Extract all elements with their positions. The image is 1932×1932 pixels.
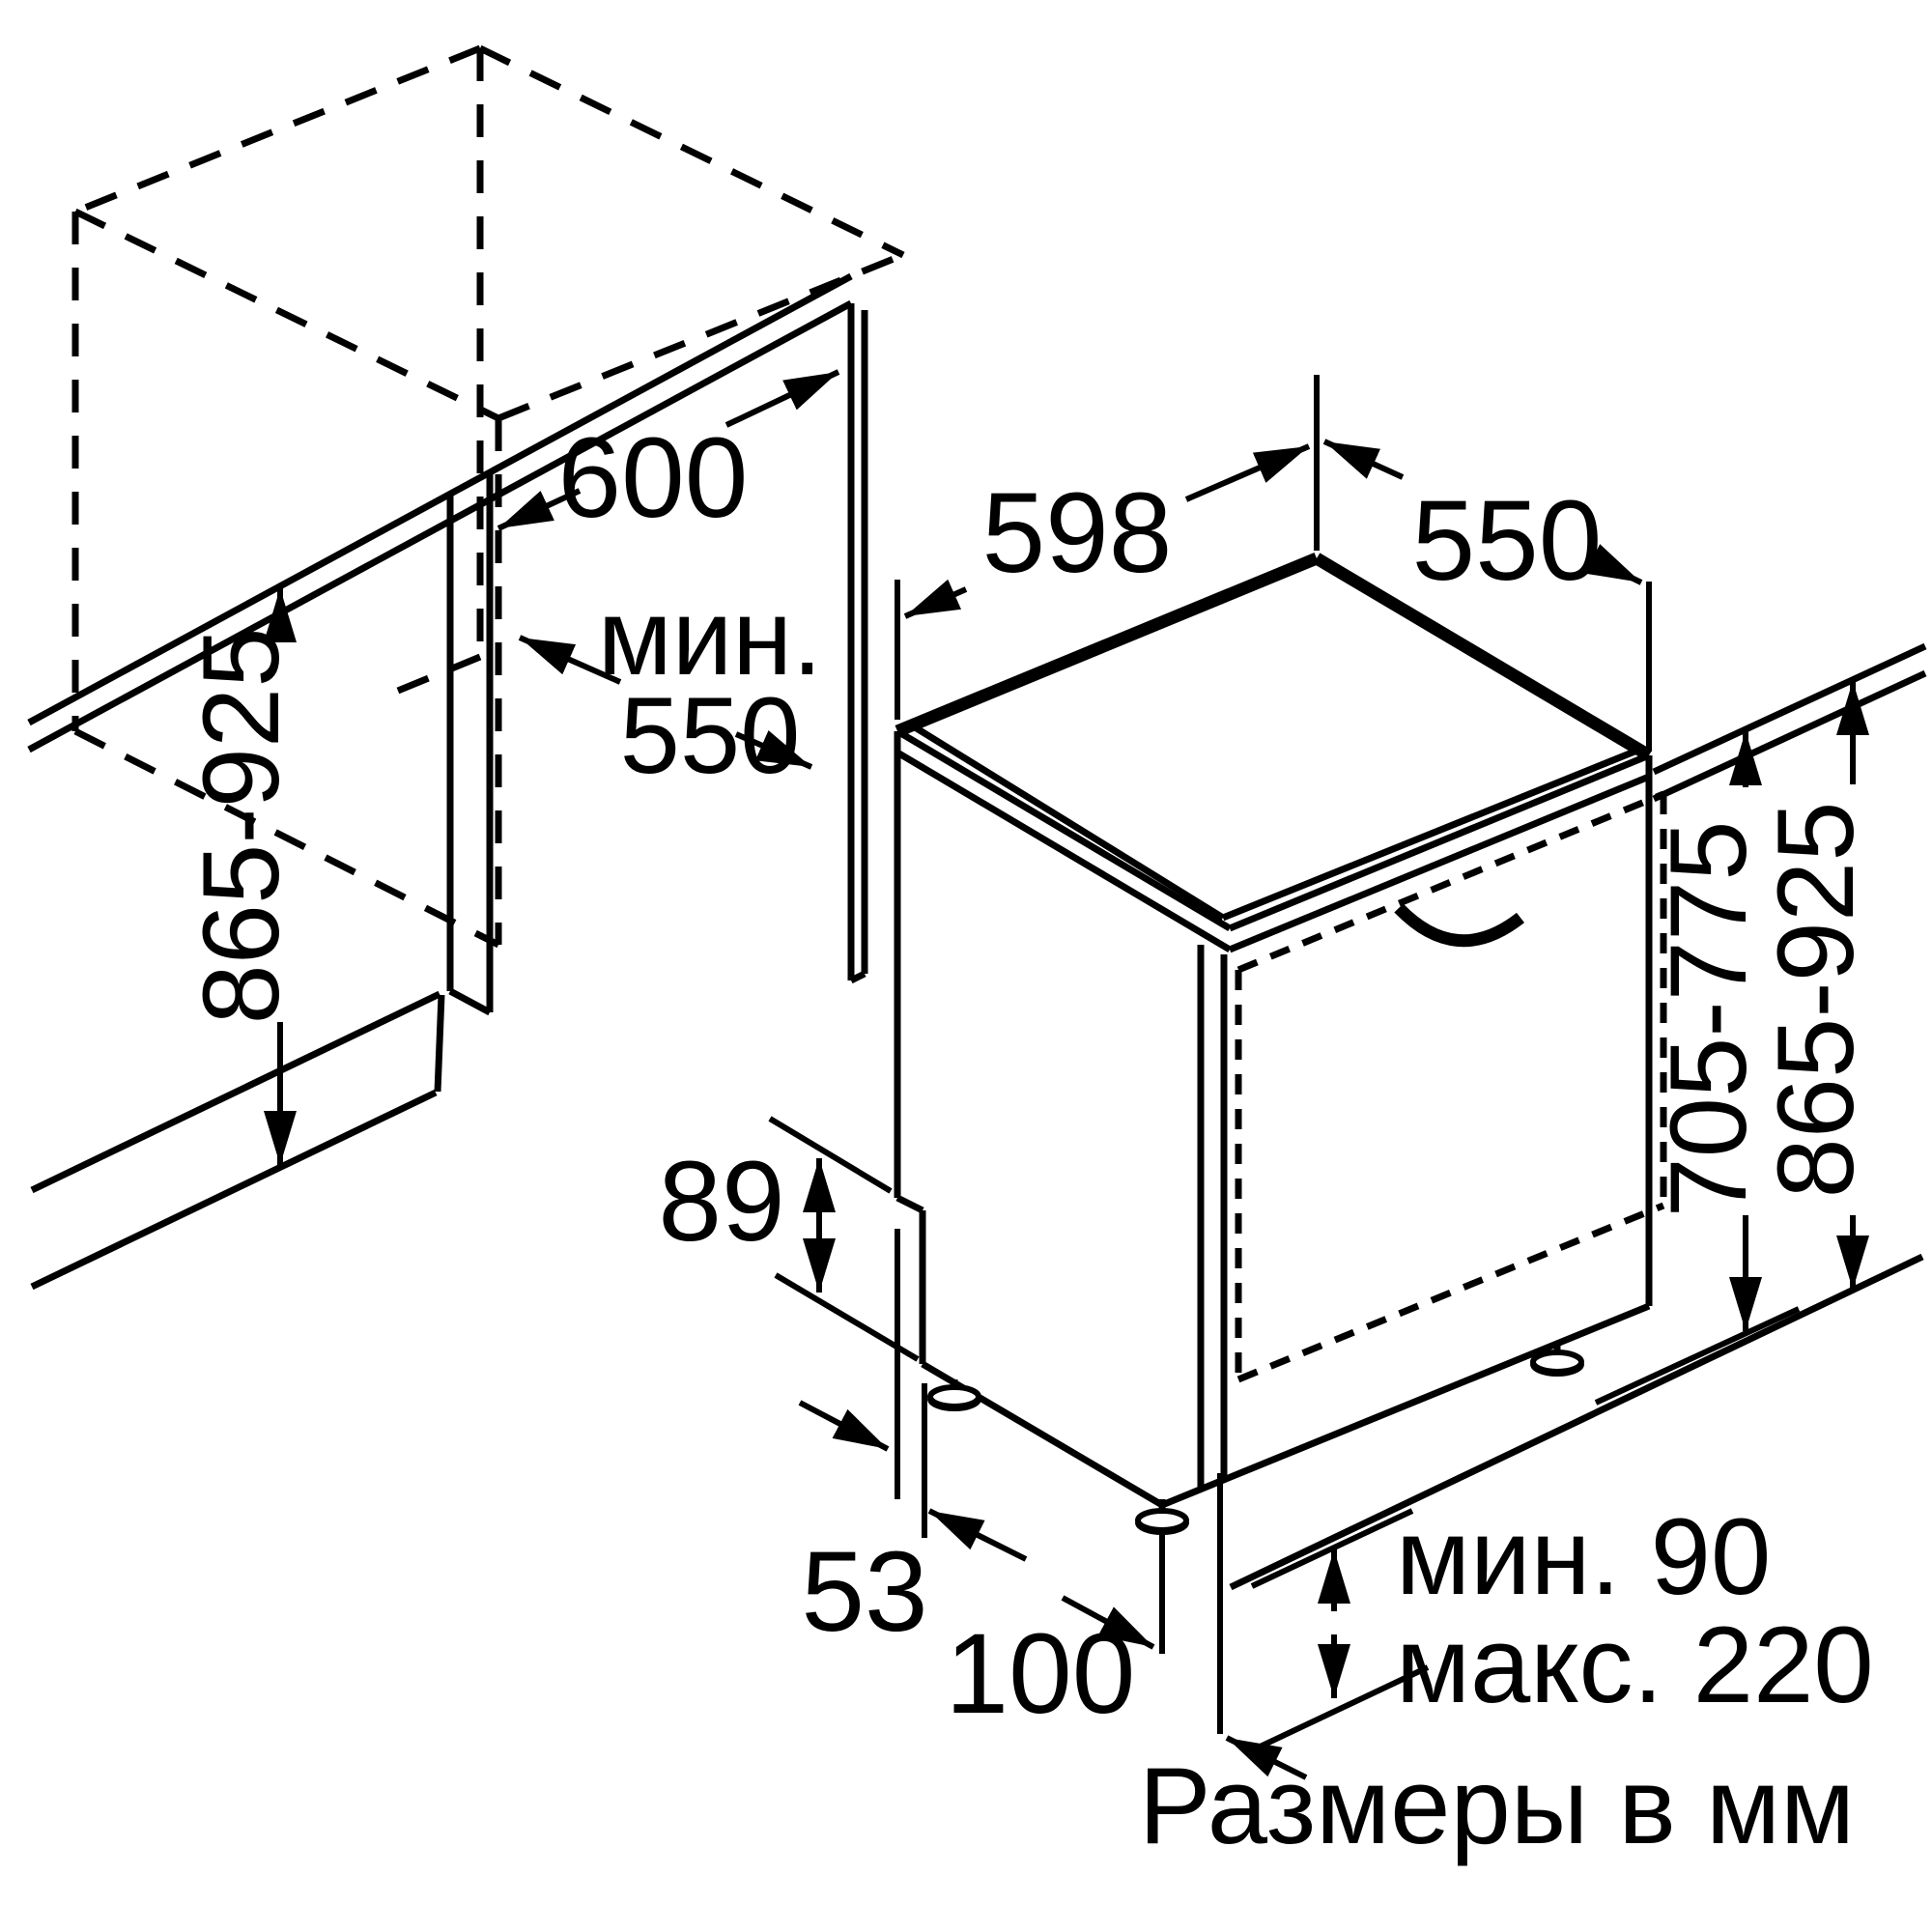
label-niche-depth-prefix: мин. xyxy=(598,577,823,697)
label-base-side-inset: 53 xyxy=(801,1528,927,1656)
top-edge-front-left xyxy=(895,727,1232,932)
line xyxy=(434,994,445,1093)
line xyxy=(1236,790,1665,974)
label-appliance-depth: 550 xyxy=(1412,477,1603,605)
arrow-appliance-depth-right xyxy=(1585,544,1643,585)
extension-lines xyxy=(768,375,1801,1753)
foot-right xyxy=(1530,1345,1584,1377)
label-niche-depth-value: 550 xyxy=(620,675,801,796)
base-step-edge xyxy=(895,1194,924,1214)
foot-left xyxy=(927,1379,981,1411)
ext-panel-height-lower xyxy=(1594,1306,1801,1406)
line xyxy=(1652,642,1927,776)
arrow-niche-width-left xyxy=(497,488,582,531)
countertop-left xyxy=(27,272,853,753)
ext-step-upper xyxy=(768,1116,893,1194)
arrow-appliance-width-left xyxy=(903,579,968,619)
line xyxy=(849,970,867,984)
label-front-panel-height: 705-775 xyxy=(1648,820,1769,1217)
top-edge-front-right xyxy=(1228,752,1651,932)
arrow-appliance-depth-left xyxy=(1322,439,1405,480)
line xyxy=(27,272,853,726)
door-dashed-outline xyxy=(1235,790,1667,1383)
arrow-niche-depth-back xyxy=(518,635,622,685)
door-handle-arc xyxy=(1394,903,1525,948)
label-base-step-height: 89 xyxy=(658,1138,784,1265)
arrow-niche-width-right xyxy=(724,369,840,428)
front-face-top-line xyxy=(1228,773,1651,953)
arrow-side-inset-right xyxy=(927,1508,1028,1562)
line xyxy=(27,299,853,753)
line xyxy=(380,653,482,701)
line xyxy=(478,44,905,259)
niche-right-panel xyxy=(847,303,868,984)
dimension-arrows xyxy=(264,369,1869,1780)
label-right-niche-height: 865-925 xyxy=(1755,801,1876,1198)
label-left-niche-height: 865-925 xyxy=(181,627,301,1024)
line xyxy=(1652,669,1927,803)
top-edge-back-right xyxy=(1313,553,1653,761)
line xyxy=(30,1089,438,1291)
foot-front xyxy=(1135,1499,1189,1535)
foot-rim xyxy=(1135,1521,1189,1535)
line xyxy=(448,987,492,1016)
top-rim-inner-right xyxy=(1221,746,1641,922)
arrow-niche-depth-front xyxy=(734,730,813,770)
dishwasher-body xyxy=(894,552,1667,1535)
label-appliance-width: 598 xyxy=(982,469,1173,597)
label-plinth-min: мин. 90 xyxy=(1396,1496,1771,1617)
label-base-front-inset: 100 xyxy=(946,1610,1136,1738)
ext-step-lower xyxy=(774,1272,920,1362)
top-edge-back-left xyxy=(895,552,1320,738)
foot-rim xyxy=(927,1398,981,1411)
line xyxy=(73,727,500,949)
arrow-side-inset-left xyxy=(798,1400,890,1452)
arrow-appliance-width-right xyxy=(1184,443,1311,502)
arrow-front-inset-right xyxy=(1225,1735,1308,1780)
ext-plinth-upper xyxy=(1250,1508,1414,1589)
side-face-top-line xyxy=(895,749,1232,953)
line xyxy=(1236,1202,1665,1383)
label-niche-width: 600 xyxy=(558,414,749,542)
dimension-labels: 600 мин. 550 598 550 865-925 705-775 865… xyxy=(181,414,1876,1866)
niche-left-panel-and-floor xyxy=(30,473,494,1291)
units-caption: Размеры в мм xyxy=(1139,1746,1855,1866)
base-bottom-front-edge xyxy=(1160,1302,1651,1509)
floor-line-right xyxy=(1229,1253,1924,1591)
label-plinth-max: макс. 220 xyxy=(1396,1605,1874,1725)
countertop-right xyxy=(1652,642,1927,803)
ext-plinth-lower xyxy=(1250,1664,1430,1753)
line xyxy=(30,990,441,1194)
line xyxy=(73,208,500,422)
line xyxy=(73,44,482,215)
top-rim-inner-left xyxy=(910,723,1225,921)
arrow-front-inset-left xyxy=(1061,1595,1155,1650)
foot-rim xyxy=(1530,1363,1584,1377)
